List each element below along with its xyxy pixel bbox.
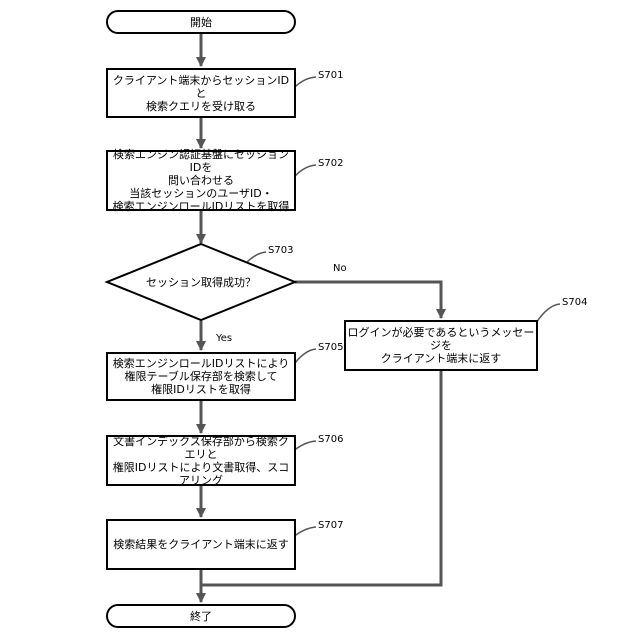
- step-label-s701: S701: [318, 70, 343, 81]
- end-terminal: 終了: [106, 604, 296, 628]
- branch-label-no: No: [333, 263, 347, 274]
- step-label-s704: S704: [562, 297, 587, 308]
- process-s702: 検索エンジン認証基盤にセッションIDを 問い合わせる 当該セッションのユーザID…: [106, 150, 296, 211]
- process-s701: クライアント端末からセッションIDと 検索クエリを受け取る: [106, 68, 296, 118]
- step-label-s707: S707: [318, 520, 343, 531]
- process-s705: 検索エンジンロールIDリストにより 権限テーブル保存部を検索して 権限IDリスト…: [106, 352, 296, 401]
- arrow-s703-to-s704-no: [295, 282, 441, 318]
- step-label-s702: S702: [318, 158, 343, 169]
- step-label-s706: S706: [318, 434, 343, 445]
- process-s706: 文書インデックス保存部から検索クエリと 権限IDリストにより文書取得、スコアリン…: [106, 435, 296, 486]
- step-label-s703: S703: [268, 245, 293, 256]
- branch-label-yes: Yes: [216, 333, 232, 344]
- process-s707: 検索結果をクライアント端末に返す: [106, 519, 296, 570]
- decision-s703-label: セッション取得成功？: [137, 272, 265, 292]
- start-terminal: 開始: [106, 10, 296, 34]
- leader-s704: [536, 304, 560, 323]
- process-s704: ログインが必要であるというメッセージを クライアント端末に返す: [344, 320, 538, 371]
- step-label-s705: S705: [318, 342, 343, 353]
- leader-s703: [246, 252, 266, 263]
